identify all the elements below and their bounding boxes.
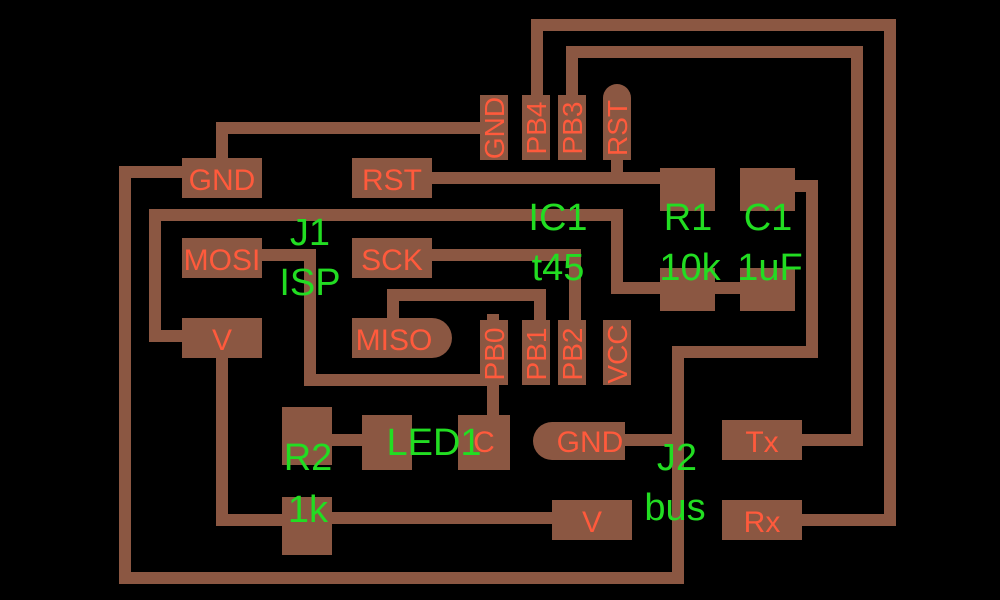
j2-rx-label: Rx <box>744 506 781 539</box>
pad-ic1-pb3 <box>558 95 586 160</box>
ic1-gnd-label: GND <box>479 97 510 159</box>
pad-led1-c <box>458 415 510 470</box>
j2-ref-label: J2 <box>657 437 697 479</box>
j1-rst-label: RST <box>362 164 422 197</box>
ic1-ref-label: IC1 <box>528 197 587 239</box>
trace-pb3-rx <box>566 46 863 446</box>
trace-v-j1-top <box>149 209 671 342</box>
pad-c1-2 <box>740 268 795 311</box>
pad-ic1-pb2 <box>558 320 586 385</box>
j2-gnd-label: GND <box>557 426 624 459</box>
r2-value-label: 1k <box>288 489 329 531</box>
pad-j2-rx <box>722 500 802 540</box>
ic1-pb2-label: PB2 <box>557 328 588 381</box>
pad-j2-gnd <box>533 422 625 460</box>
pad-j1-miso <box>352 318 452 358</box>
trace-miso-pb1 <box>387 289 546 326</box>
led1-c-label: C <box>473 426 495 459</box>
ic1-pb1-label: PB1 <box>521 328 552 381</box>
trace-pb4-tx <box>531 19 896 526</box>
j2-v-label: V <box>582 506 602 539</box>
pad-j1-rst <box>352 158 432 198</box>
trace-v-j1-r2 <box>216 349 291 526</box>
pad-j1-v <box>182 318 262 358</box>
pad-r1-2 <box>660 268 715 311</box>
pad-ic1-gnd <box>480 95 508 160</box>
pad-j2-v <box>552 500 632 540</box>
ic1-pb4-label: PB4 <box>521 102 552 155</box>
pad-led1-a <box>362 415 412 470</box>
j2-tx-label: Tx <box>745 426 778 459</box>
ic1-pb0-label: PB0 <box>479 328 510 381</box>
j1-mosi-label: MOSI <box>184 244 261 277</box>
j1-ref-label: J1 <box>290 212 330 254</box>
j2-name-label: bus <box>644 487 705 529</box>
pads <box>182 84 802 555</box>
c1-ref-label: C1 <box>744 197 793 239</box>
pad-j1-sck <box>352 238 432 278</box>
pad-ic1-pb1 <box>522 320 550 385</box>
pad-ic1-vcc <box>603 320 631 385</box>
pad-j1-mosi <box>182 238 262 278</box>
ic1-pb3-label: PB3 <box>557 102 588 155</box>
ic1-rst-label: RST <box>602 100 633 156</box>
pad-c1-1 <box>740 168 795 211</box>
trace-sck-pb2 <box>426 249 581 326</box>
pad-ic1-pb0 <box>480 320 508 385</box>
pad-r2-2 <box>282 497 332 555</box>
trace-gnd-j2-bottom <box>119 166 818 584</box>
pad-r1-1 <box>660 168 715 211</box>
c1-value-label: 1uF <box>737 247 802 289</box>
r1-ref-label: R1 <box>664 197 713 239</box>
pad-r2-1 <box>282 407 332 465</box>
ic1-vcc-label: VCC <box>602 324 633 383</box>
r2-ref-label: R2 <box>284 437 333 479</box>
pad-ic1-pb4 <box>522 95 550 160</box>
trace-gnd-j1-ic1 <box>216 122 506 171</box>
pad-j1-gnd <box>182 158 262 198</box>
pad-j2-tx <box>722 420 802 460</box>
j1-name-label: ISP <box>279 262 340 304</box>
led1-ref-label: LED1 <box>386 422 481 464</box>
j1-gnd-label: GND <box>189 164 256 197</box>
j1-v-label: V <box>212 324 232 357</box>
r1-value-label: 10k <box>659 247 721 289</box>
j1-sck-label: SCK <box>361 244 423 277</box>
j1-miso-label: MISO <box>356 324 433 357</box>
pad-ic1-rst <box>603 84 631 160</box>
ic1-value-label: t45 <box>532 247 585 289</box>
